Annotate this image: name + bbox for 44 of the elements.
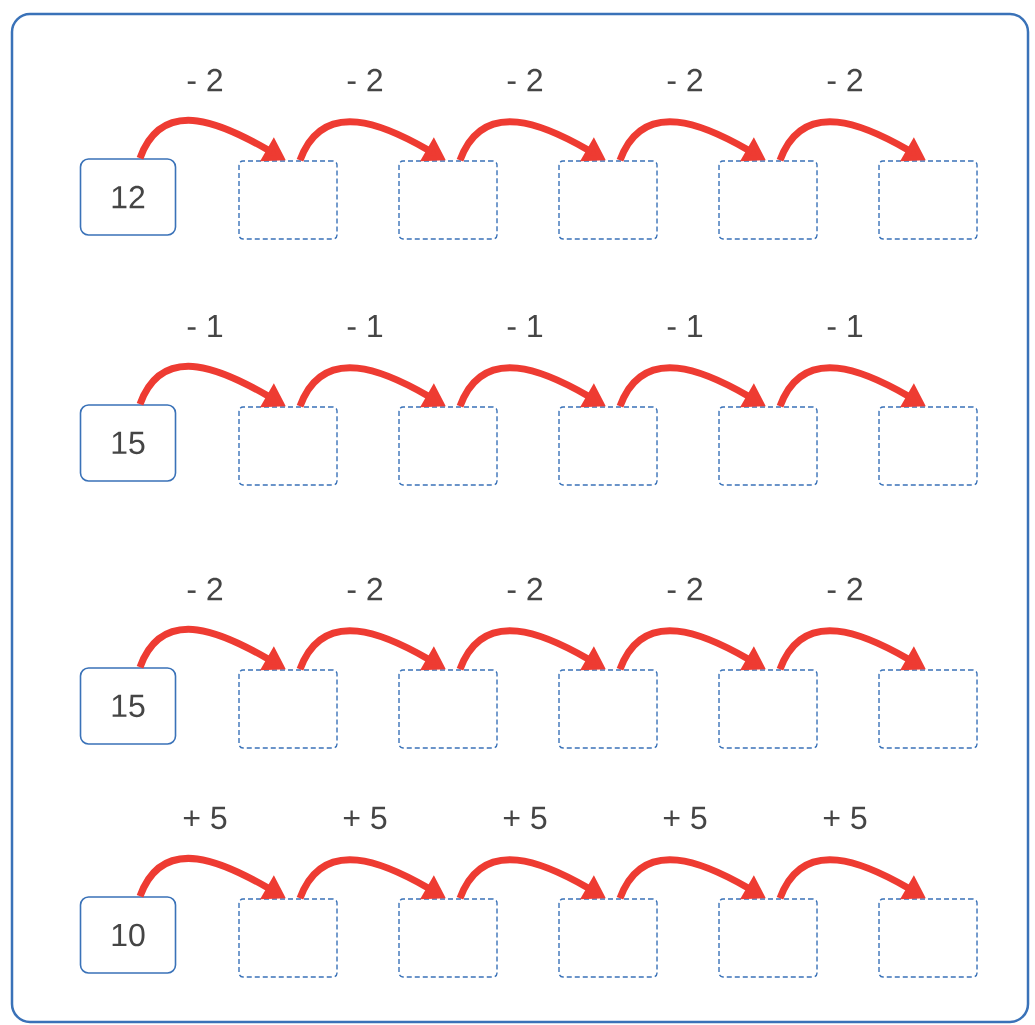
edge-label: - 2 bbox=[827, 68, 863, 92]
number-box: 10 bbox=[79, 896, 177, 974]
edge-label: - 1 bbox=[507, 315, 543, 337]
answer-box bbox=[558, 406, 658, 486]
edge-label: + 5 bbox=[663, 806, 707, 830]
answer-box bbox=[398, 898, 498, 978]
edge-label: + 5 bbox=[503, 806, 547, 830]
edge-label: - 2 bbox=[187, 577, 223, 601]
answer-box bbox=[238, 898, 338, 978]
edge-label: - 2 bbox=[667, 577, 703, 601]
answer-box bbox=[238, 160, 338, 240]
number-box: 15 bbox=[79, 667, 177, 745]
edge-label: - 1 bbox=[667, 315, 703, 337]
answer-box bbox=[398, 406, 498, 486]
edge-label: + 5 bbox=[183, 806, 227, 830]
answer-box bbox=[238, 669, 338, 749]
edge-label: - 1 bbox=[187, 315, 223, 337]
edge-label: + 5 bbox=[823, 806, 867, 830]
answer-box bbox=[718, 669, 818, 749]
edge-label: - 2 bbox=[507, 577, 543, 601]
answer-box bbox=[878, 160, 978, 240]
edge-label: - 1 bbox=[347, 315, 383, 337]
number-box: 15 bbox=[79, 404, 177, 482]
edge-label: - 2 bbox=[347, 68, 383, 92]
answer-box bbox=[238, 406, 338, 486]
answer-box bbox=[558, 669, 658, 749]
answer-box bbox=[718, 160, 818, 240]
edge-label: + 5 bbox=[343, 806, 387, 830]
edge-label: - 2 bbox=[507, 68, 543, 92]
answer-box bbox=[718, 898, 818, 978]
answer-box bbox=[558, 898, 658, 978]
answer-box bbox=[398, 669, 498, 749]
answer-box bbox=[878, 669, 978, 749]
answer-box bbox=[878, 898, 978, 978]
edge-label: - 2 bbox=[187, 68, 223, 92]
edge-label: - 2 bbox=[347, 577, 383, 601]
answer-box bbox=[878, 406, 978, 486]
answer-box bbox=[718, 406, 818, 486]
edge-label: - 2 bbox=[667, 68, 703, 92]
number-box: 12 bbox=[79, 158, 177, 236]
answer-box bbox=[398, 160, 498, 240]
answer-box bbox=[558, 160, 658, 240]
edge-label: - 1 bbox=[827, 315, 863, 337]
edge-label: - 2 bbox=[827, 577, 863, 601]
